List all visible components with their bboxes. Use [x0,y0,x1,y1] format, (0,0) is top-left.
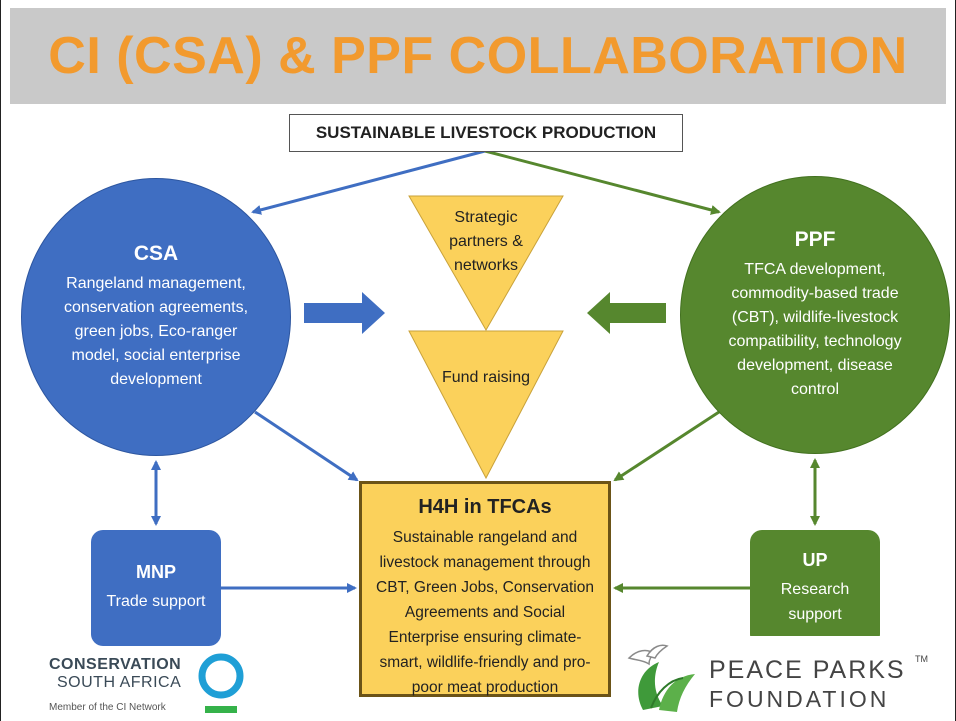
triangle-fund-raising [408,330,564,480]
block-arrow-ppf [587,292,666,334]
conservation-south-africa-logo: CONSERVATION SOUTH AFRICA Member of the … [37,646,267,721]
ppf-logo-line1: PEACE PARKS [709,656,906,684]
triangle-strategic-partners [408,195,564,332]
peace-parks-foundation-logo: PEACE PARKS TM FOUNDATION [615,636,945,721]
ppf-title: PPF [794,228,836,251]
arrow-top-to-csa [251,149,486,215]
csa-circle: CSA Rangeland management, conservation a… [21,178,291,456]
ci-ring-icon [198,653,244,713]
ppf-body: TFCA development, commodity-based trade … [728,261,902,398]
title-bar: CI (CSA) & PPF COLLABORATION [10,8,946,104]
csa-logo-line3: Member of the CI Network [49,702,166,713]
ppf-logo-line2: FOUNDATION [709,686,890,712]
mnp-box: MNP Trade support [91,530,221,646]
up-box: UP Research support [750,530,880,646]
block-arrow-csa [304,292,385,334]
mnp-title: MNP [136,562,176,582]
mnp-body: Trade support [106,593,206,610]
csa-logo-line1: CONSERVATION [49,656,182,673]
csa-body: Rangeland management, conservation agree… [63,275,249,388]
arrow-csa-to-center [254,410,359,482]
csa-title: CSA [133,242,179,265]
up-body: Research support [780,580,850,623]
dove-leaf-icon [627,644,695,712]
csa-logo-line2: SOUTH AFRICA [57,674,182,691]
fund-raising-label: Fund raising [441,369,531,386]
up-title: UP [802,549,828,570]
ppf-circle: PPF TFCA development, commodity-based tr… [680,176,950,454]
h4h-body: Sustainable rangeland and livestock mana… [376,529,594,696]
slide-title: CI (CSA) & PPF COLLABORATION [48,27,908,85]
arrow-ppf-to-center [613,410,720,482]
sustainable-livestock-box: SUSTAINABLE LIVESTOCK PRODUCTION [289,114,683,152]
h4h-box: H4H in TFCAs Sustainable rangeland and l… [359,481,611,697]
arrow-top-to-ppf [484,149,721,215]
ppf-logo-trademark: TM [915,654,928,664]
h4h-title: H4H in TFCAs [418,496,552,518]
strategic-partners-label: Strategic partners & networks [449,209,523,274]
